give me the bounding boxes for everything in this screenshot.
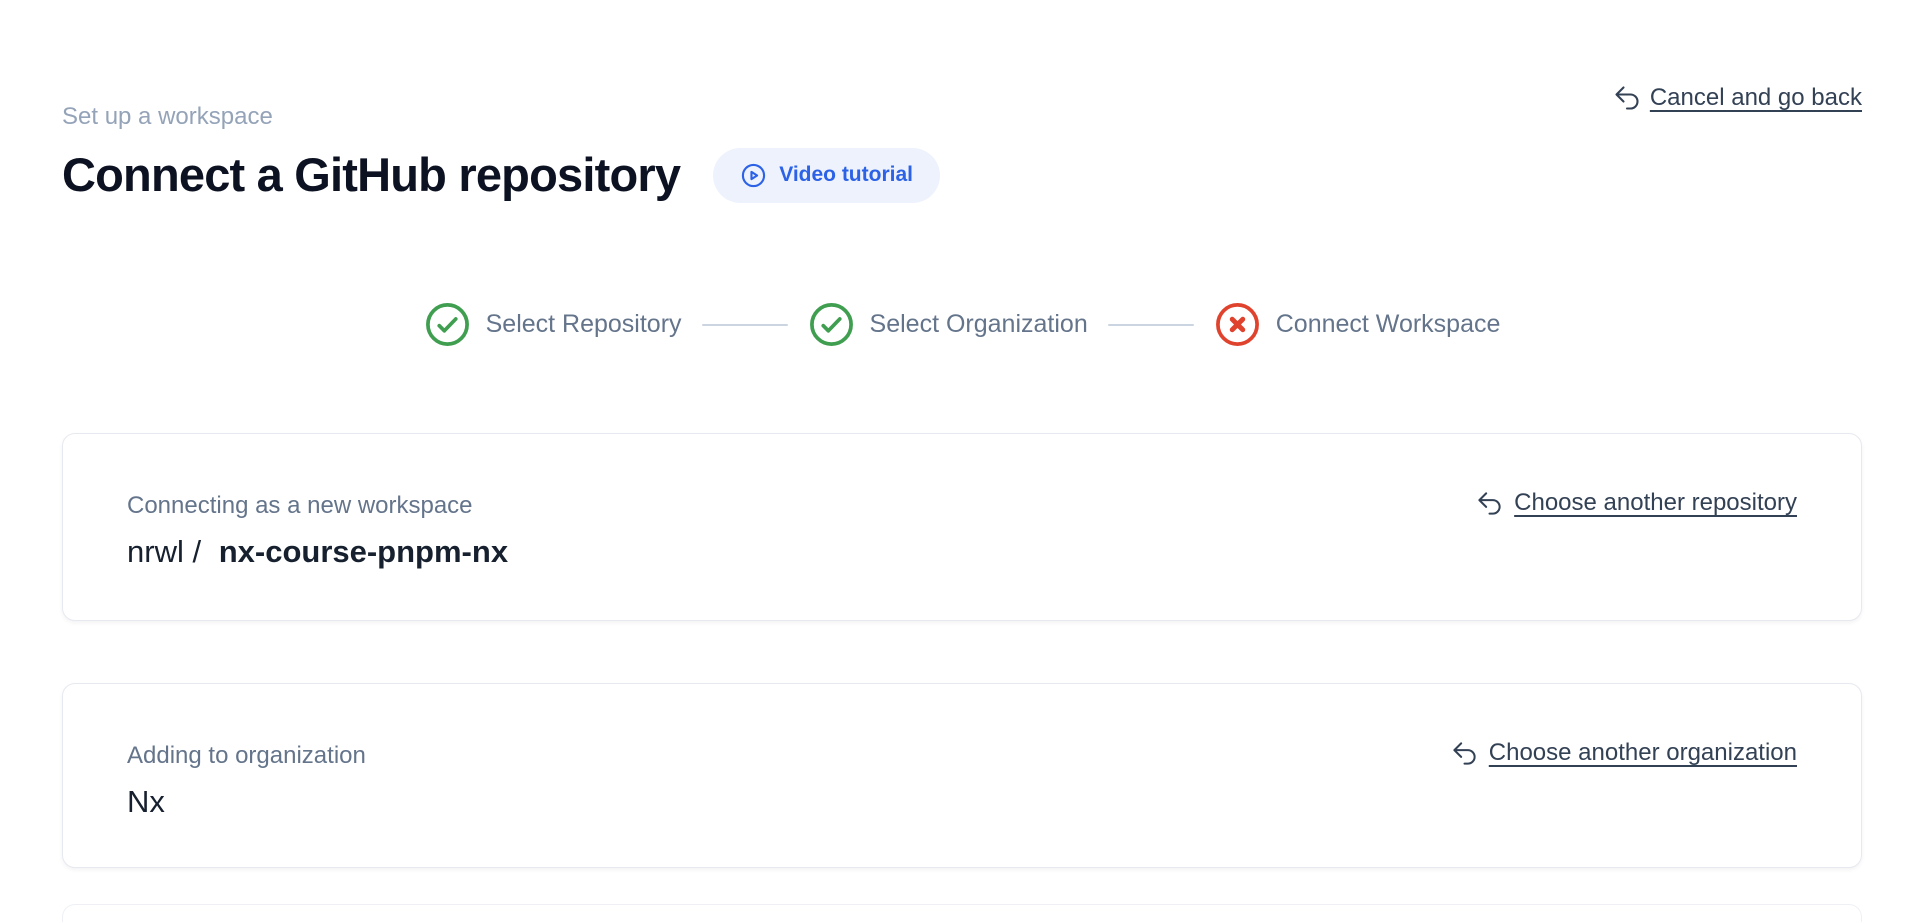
x-circle-icon bbox=[1215, 303, 1259, 346]
repository-owner: nrwl / bbox=[127, 534, 202, 569]
organization-name: Nx bbox=[127, 784, 165, 819]
organization-name-row: Nx bbox=[127, 781, 1797, 823]
step-label: Select Organization bbox=[869, 310, 1088, 338]
choose-another-repository-link[interactable]: Choose another repository bbox=[1476, 489, 1797, 517]
progress-stepper: Select Repository Select Organization Co… bbox=[62, 301, 1862, 348]
play-circle-icon bbox=[742, 163, 766, 187]
check-circle-icon bbox=[425, 303, 469, 346]
eyebrow-text: Set up a workspace bbox=[62, 103, 273, 130]
step-label: Select Repository bbox=[485, 310, 682, 338]
step-connect-workspace: Connect Workspace bbox=[1214, 301, 1501, 348]
next-card-top-edge bbox=[62, 904, 1862, 922]
undo-arrow-icon bbox=[1453, 741, 1476, 765]
organization-card: Adding to organization Nx Choose another… bbox=[62, 683, 1862, 868]
cancel-link-label: Cancel and go back bbox=[1649, 84, 1862, 111]
choose-another-organization-link[interactable]: Choose another organization bbox=[1451, 739, 1797, 767]
organization-card-label: Adding to organization bbox=[127, 742, 366, 769]
repository-card-label: Connecting as a new workspace bbox=[127, 492, 473, 519]
video-tutorial-button[interactable]: Video tutorial bbox=[713, 147, 940, 203]
choose-another-organization-label: Choose another organization bbox=[1488, 739, 1797, 766]
step-select-organization: Select Organization bbox=[808, 301, 1088, 348]
step-connector bbox=[701, 323, 788, 326]
repository-full-name: nrwl / nx-course-pnpm-nx bbox=[127, 531, 1797, 573]
undo-arrow-icon bbox=[1615, 86, 1639, 110]
video-tutorial-label: Video tutorial bbox=[779, 163, 913, 186]
repository-name: nx-course-pnpm-nx bbox=[218, 534, 509, 569]
choose-another-repository-label: Choose another repository bbox=[1514, 489, 1797, 516]
check-circle-icon bbox=[809, 303, 853, 346]
undo-arrow-icon bbox=[1478, 491, 1501, 515]
page-title: Connect a GitHub repository bbox=[62, 148, 681, 201]
repository-card: Connecting as a new workspace nrwl / nx-… bbox=[62, 433, 1862, 621]
step-label: Connect Workspace bbox=[1275, 310, 1501, 338]
cancel-and-go-back-link[interactable]: Cancel and go back bbox=[1613, 84, 1862, 112]
title-row: Connect a GitHub repository Video tutori… bbox=[62, 145, 1862, 205]
step-connector bbox=[1107, 323, 1194, 326]
step-select-repository: Select Repository bbox=[424, 301, 682, 348]
